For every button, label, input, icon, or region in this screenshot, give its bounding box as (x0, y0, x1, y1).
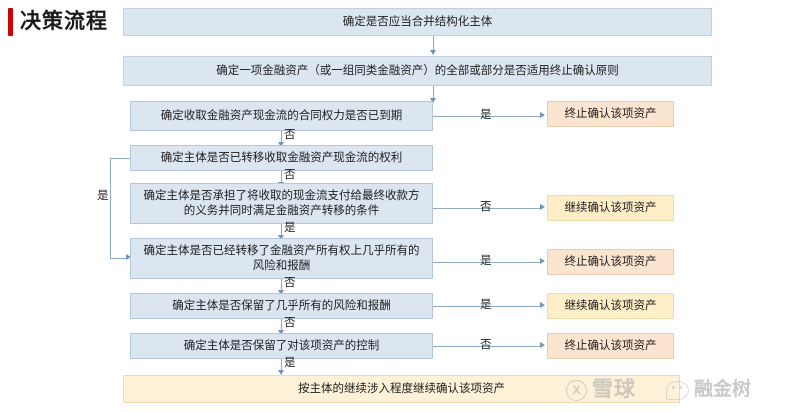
edge-label-q4-no: 否 (284, 277, 296, 289)
edge-q5-no-line (281, 319, 282, 331)
edge-q6-no-arrow (540, 342, 545, 348)
node-o3[interactable]: 终止确认该项资产 (547, 249, 674, 275)
edge-q2-yes-h2 (110, 258, 127, 259)
edge-q5-no-arrow (278, 330, 284, 335)
edge-q1-yes-arrow (540, 112, 545, 118)
page-title-text: 决策流程 (20, 10, 108, 33)
node-o5[interactable]: 终止确认该项资产 (547, 333, 674, 359)
node-q2[interactable]: 确定主体是否已转移收取金融资产现金流的权利 (130, 145, 433, 171)
edge-q6-yes-arrow (278, 370, 284, 375)
node-q1[interactable]: 确定收取金融资产现金流的合同权力是否已到期 (130, 101, 433, 131)
node-q5[interactable]: 确定主体是否保留了几乎所有的风险和报酬 (130, 293, 433, 319)
edge-n1-n2-line (433, 36, 434, 51)
node-q3[interactable]: 确定主体是否承担了将收取的现金流支付给最终收款方的义务并同时满足金融资产转移的条… (130, 183, 433, 224)
edge-label-q3-no: 否 (480, 201, 492, 213)
edge-label-q1-no: 否 (284, 129, 296, 141)
edge-q2-yes-h1 (110, 158, 130, 159)
edge-q5-yes-arrow (540, 302, 545, 308)
edge-q1-no-arrow (278, 142, 284, 147)
edge-q2-yes-v (110, 158, 111, 258)
edge-label-q2-no: 否 (284, 169, 296, 181)
node-n2[interactable]: 确定一项金融资产（或一组同类金融资产）的全部或部分是否适用终止确认原则 (123, 56, 712, 86)
edge-q3-no-arrow (540, 204, 545, 210)
edge-q4-no-line (281, 279, 282, 291)
edge-q3-yes-arrow (278, 235, 284, 240)
page-title: 决策流程 (8, 8, 108, 36)
edge-q2-no-line (281, 171, 282, 183)
edge-q4-no-arrow (278, 290, 284, 295)
edge-n2-q1-line (433, 86, 434, 99)
edge-q4-yes-line (433, 262, 541, 263)
title-accent-bar (8, 8, 13, 36)
edge-q6-no-line (433, 346, 541, 347)
edge-n1-n2-arrow (430, 50, 436, 55)
node-o1[interactable]: 终止确认该项资产 (547, 101, 674, 127)
edge-label-q3-yes: 是 (284, 222, 296, 234)
edge-n2-q1-arrow (430, 98, 436, 103)
edge-q2-yes-arrow (126, 254, 131, 260)
edge-q1-no-line (281, 131, 282, 143)
node-o6[interactable]: 按主体的继续涉入程度继续确认该项资产 (123, 375, 680, 403)
node-n1[interactable]: 确定是否应当合并结构化主体 (123, 8, 712, 36)
edge-label-q6-no: 否 (480, 339, 492, 351)
node-o2[interactable]: 继续确认该项资产 (547, 195, 674, 221)
edge-q3-no-line (433, 208, 541, 209)
node-o4[interactable]: 继续确认该项资产 (547, 293, 674, 319)
node-q4[interactable]: 确定主体是否已经转移了金融资产所有权上几乎所有的风险和报酬 (130, 238, 433, 279)
edge-q3-yes-line (281, 224, 282, 236)
edge-q4-yes-arrow (540, 258, 545, 264)
edge-q5-yes-line (433, 306, 541, 307)
node-q6[interactable]: 确定主体是否保留了对该项资产的控制 (130, 333, 433, 359)
edge-label-q1-yes: 是 (480, 109, 492, 121)
watermark-wechat-text: 融金树 (694, 379, 752, 400)
edge-q1-yes-line (433, 116, 541, 117)
edge-label-q4-yes: 是 (480, 255, 492, 267)
edge-label-q5-yes: 是 (480, 299, 492, 311)
edge-label-q5-no: 否 (284, 317, 296, 329)
edge-label-q2-yes: 是 (97, 190, 109, 202)
edge-q6-yes-line (281, 359, 282, 371)
edge-label-q6-yes: 是 (284, 357, 296, 369)
